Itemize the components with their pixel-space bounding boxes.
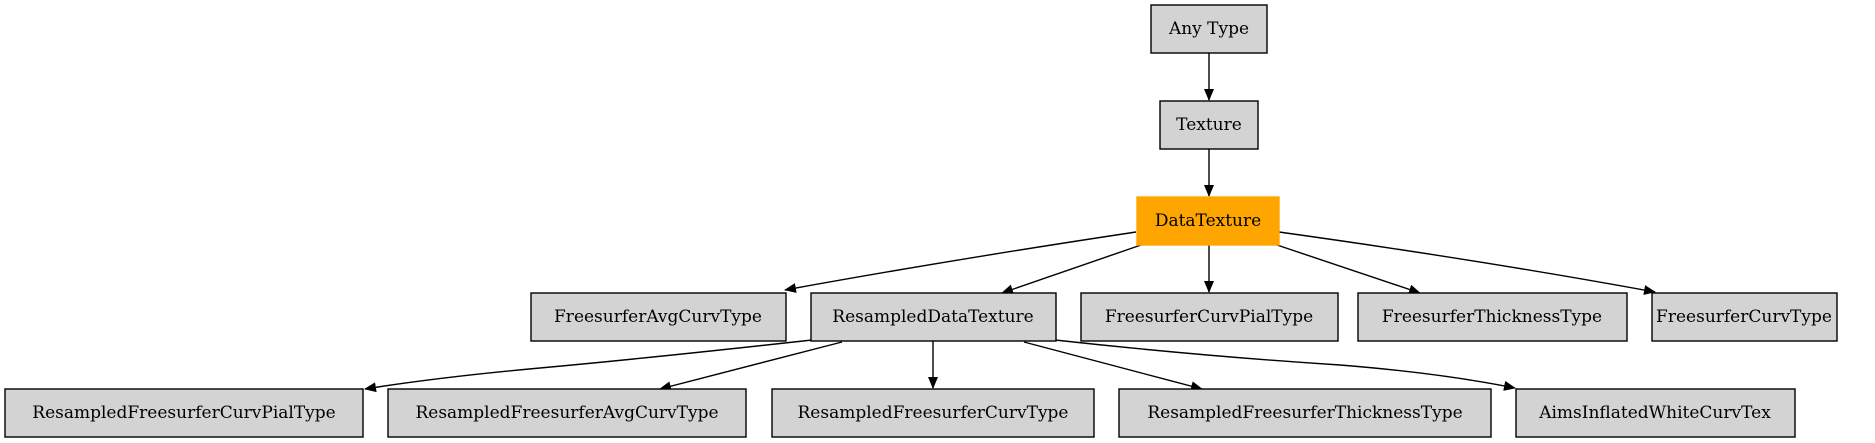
edge-data-texture-to-freesurfer-curv-type	[1278, 231, 1656, 295]
node-any-type[interactable]: Any Type	[1150, 4, 1268, 54]
node-resampled-freesurfer-thickness-type[interactable]: ResampledFreesurferThicknessType	[1118, 388, 1492, 438]
node-data-texture[interactable]: DataTexture	[1136, 196, 1280, 246]
node-freesurfer-thickness-type[interactable]: FreesurferThicknessType	[1357, 292, 1628, 342]
node-freesurfer-avg-curv-type-label: FreesurferAvgCurvType	[554, 307, 762, 327]
node-freesurfer-avg-curv-type[interactable]: FreesurferAvgCurvType	[530, 292, 787, 342]
node-resampled-freesurfer-avg-curv-type[interactable]: ResampledFreesurferAvgCurvType	[387, 388, 747, 438]
node-resampled-freesurfer-curv-type-label: ResampledFreesurferCurvType	[798, 403, 1069, 423]
node-data-texture-label: DataTexture	[1155, 211, 1261, 231]
node-resampled-freesurfer-curv-type[interactable]: ResampledFreesurferCurvType	[771, 388, 1095, 438]
node-freesurfer-curv-pial-type[interactable]: FreesurferCurvPialType	[1080, 292, 1339, 342]
nodes: Any Type Texture DataTexture FreesurferA…	[4, 4, 1838, 438]
edge-resampled-data-texture-to-resampled-freesurfer-avg-curv-type	[659, 341, 843, 392]
node-freesurfer-curv-pial-type-label: FreesurferCurvPialType	[1105, 307, 1313, 327]
node-aims-inflated-white-curv-tex[interactable]: AimsInflatedWhiteCurvTex	[1515, 388, 1796, 438]
edge-data-texture-to-freesurfer-avg-curv-type	[784, 231, 1137, 293]
edge-resampled-data-texture-to-resampled-freesurfer-curv-pial-type	[364, 339, 813, 393]
node-resampled-freesurfer-curv-pial-type-label: ResampledFreesurferCurvPialType	[32, 403, 335, 423]
edges	[364, 53, 1656, 393]
node-texture-label: Texture	[1176, 115, 1242, 135]
node-freesurfer-curv-type-label: FreesurferCurvType	[1656, 307, 1832, 327]
edge-resampled-data-texture-to-resampled-freesurfer-thickness-type	[1023, 341, 1203, 392]
node-any-type-label: Any Type	[1168, 19, 1249, 39]
node-freesurfer-thickness-type-label: FreesurferThicknessType	[1382, 307, 1602, 327]
node-aims-inflated-white-curv-tex-label: AimsInflatedWhiteCurvTex	[1538, 403, 1771, 423]
node-resampled-freesurfer-thickness-type-label: ResampledFreesurferThicknessType	[1147, 403, 1462, 423]
node-resampled-freesurfer-curv-pial-type[interactable]: ResampledFreesurferCurvPialType	[4, 388, 364, 438]
node-resampled-data-texture[interactable]: ResampledDataTexture	[810, 292, 1057, 342]
node-texture[interactable]: Texture	[1159, 100, 1259, 150]
edge-data-texture-to-resampled-data-texture	[1001, 244, 1142, 295]
node-resampled-freesurfer-avg-curv-type-label: ResampledFreesurferAvgCurvType	[415, 403, 718, 423]
edge-data-texture-to-freesurfer-thickness-type	[1276, 244, 1421, 295]
node-resampled-data-texture-label: ResampledDataTexture	[832, 307, 1033, 327]
edge-resampled-data-texture-to-aims-inflated-white-curv-tex	[1054, 339, 1516, 391]
node-freesurfer-curv-type[interactable]: FreesurferCurvType	[1651, 292, 1838, 342]
